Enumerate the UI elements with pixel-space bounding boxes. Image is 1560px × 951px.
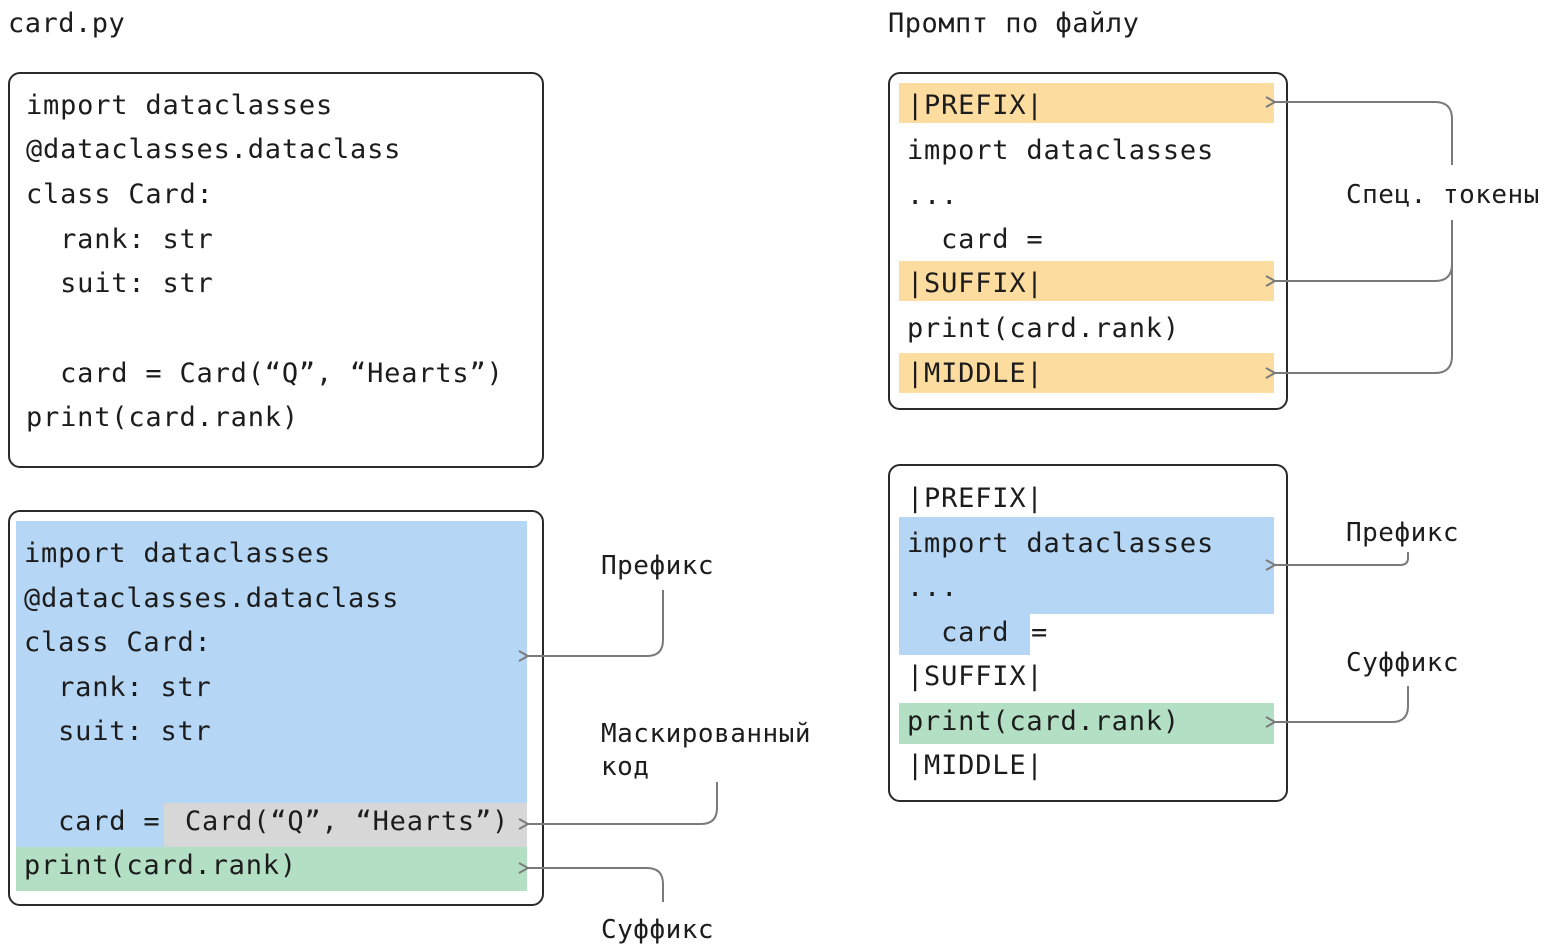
code-line: @dataclasses.dataclass — [26, 134, 402, 165]
code-line: print(card.rank) — [907, 313, 1180, 344]
suffix-label-left: Суффикс — [601, 915, 715, 945]
code-line: ... — [907, 572, 959, 603]
special-tokens-label: Спец. токены — [1346, 180, 1540, 210]
code-line: ... — [907, 180, 959, 211]
prompt-title: Промпт по файлу — [888, 8, 1140, 39]
special-token-arrow-middle — [1275, 264, 1453, 373]
masked-code: Card(“Q”, “Hearts”) — [185, 806, 510, 837]
prefix-label-right: Префикс — [1346, 518, 1460, 548]
code-line: @dataclasses.dataclass — [24, 583, 400, 614]
special-token-highlight — [899, 353, 1274, 393]
prefix-highlight-card — [899, 614, 1030, 655]
code-line: rank: str — [24, 672, 212, 703]
suffix-token: |SUFFIX| — [907, 268, 1044, 299]
code-line: class Card: — [26, 179, 214, 210]
prefix-token: |PREFIX| — [907, 90, 1044, 121]
masked-arrow — [528, 782, 718, 824]
masked-code-label: Маскированный код — [601, 719, 811, 782]
source-code-box — [8, 72, 544, 468]
special-token-arrow-suffix — [1275, 220, 1453, 281]
prefix-highlight-card — [16, 803, 164, 847]
code-line: import dataclasses — [24, 538, 331, 569]
prefix-highlight — [16, 521, 527, 803]
code-line: class Card: — [24, 627, 212, 658]
code-line: print(card.rank) — [26, 402, 299, 433]
code-line: import dataclasses — [907, 135, 1214, 166]
file-title: card.py — [8, 8, 126, 39]
suffix-highlight — [16, 847, 527, 891]
suffix-code: print(card.rank) — [24, 850, 297, 881]
special-token-highlight — [899, 83, 1274, 123]
special-token-arrow-prefix — [1275, 102, 1453, 165]
masked-highlight — [164, 803, 527, 847]
suffix-token: |SUFFIX| — [907, 661, 1044, 692]
prefix-highlight — [899, 517, 1274, 614]
suffix-arrow-right — [1275, 686, 1409, 722]
code-line: suit: str — [26, 268, 214, 299]
code-card: card — [907, 617, 1010, 648]
middle-token: |MIDDLE| — [907, 358, 1044, 389]
suffix-arrow-left — [528, 868, 664, 902]
prefix-token: |PREFIX| — [907, 483, 1044, 514]
suffix-label-right: Суффикс — [1346, 648, 1460, 678]
code-line: import dataclasses — [26, 90, 333, 121]
prefix-arrow-right — [1275, 552, 1409, 565]
code-line: card = — [24, 806, 161, 837]
code-line: rank: str — [26, 224, 214, 255]
prefix-label-left: Префикс — [601, 551, 715, 581]
code-line: import dataclasses — [907, 528, 1214, 559]
middle-token: |MIDDLE| — [907, 750, 1044, 781]
suffix-code: print(card.rank) — [907, 706, 1180, 737]
code-line: card = — [907, 224, 1044, 255]
special-token-highlight — [899, 261, 1274, 301]
suffix-highlight — [899, 703, 1274, 744]
code-line: card = Card(“Q”, “Hearts”) — [26, 358, 504, 389]
code-equals: = — [1014, 617, 1049, 648]
prefix-arrow-left — [528, 590, 664, 656]
code-line: suit: str — [24, 716, 212, 747]
